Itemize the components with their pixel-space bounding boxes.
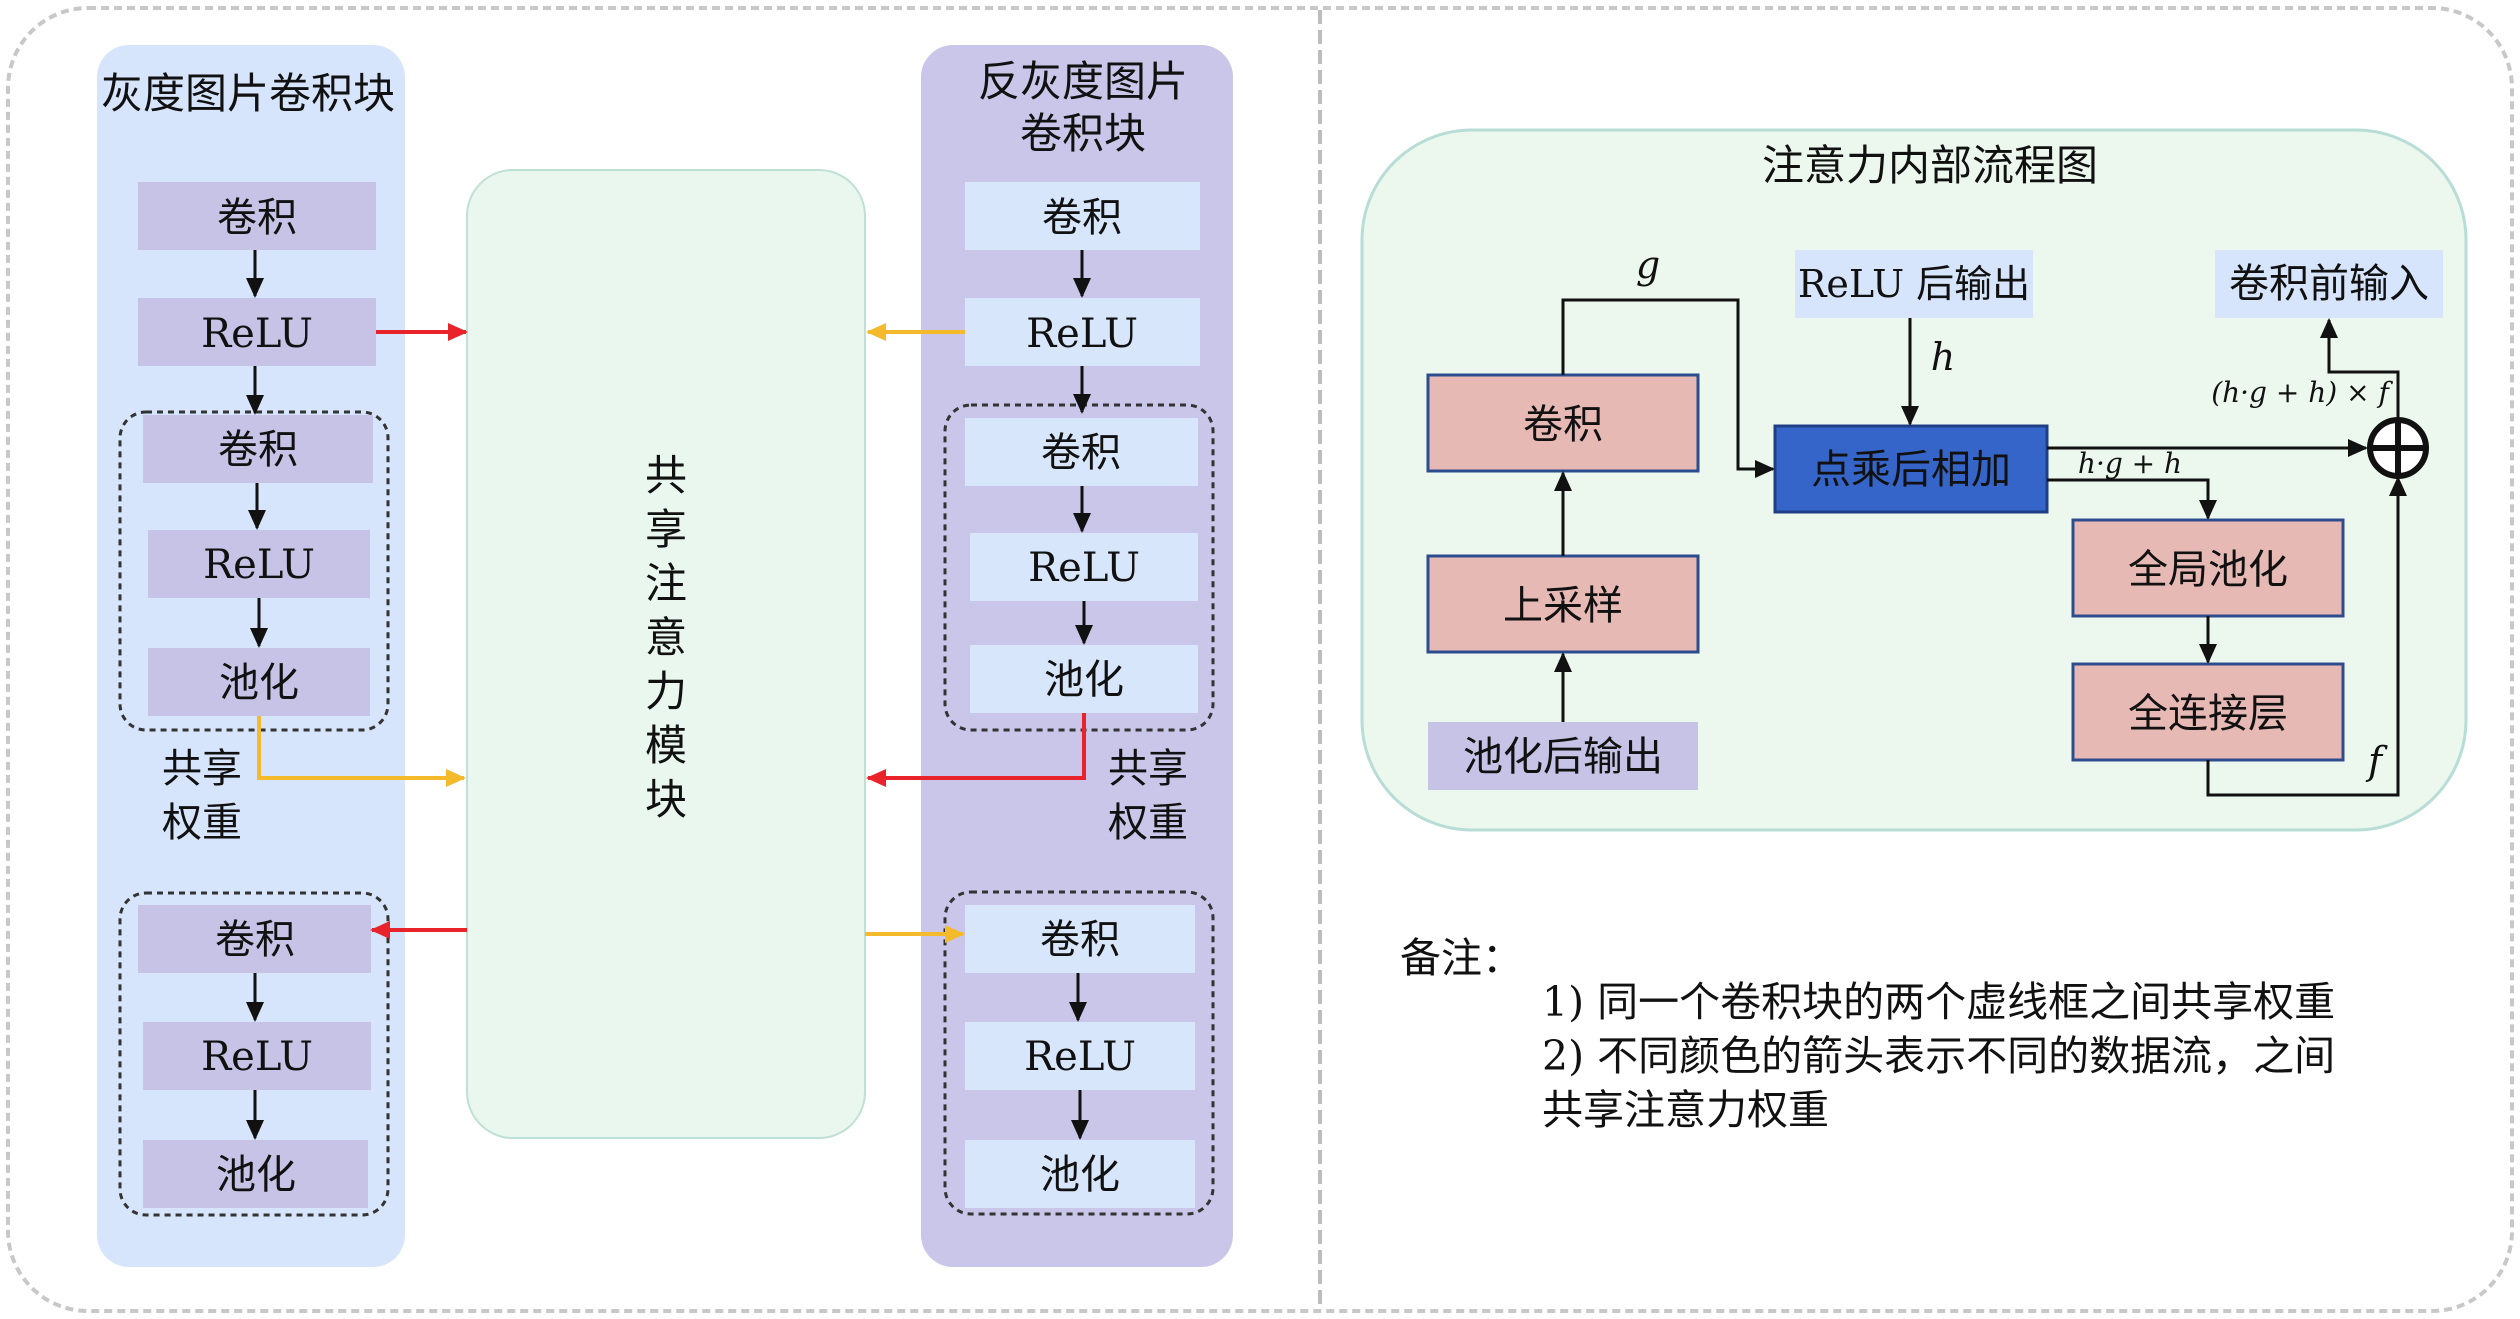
inv-dashed-group-2 — [943, 890, 1215, 1216]
svg-text:池化后输出: 池化后输出 — [1463, 734, 1663, 780]
gray-conv-1 — [138, 182, 376, 250]
hg-plus-h-label: h·g + h — [2078, 447, 2182, 480]
inv-conv-3 — [965, 905, 1195, 973]
gray-pool-2 — [148, 648, 370, 716]
gray-conv-2 — [143, 415, 373, 483]
svg-text:卷积: 卷积 — [217, 195, 297, 241]
svg-text:池化: 池化 — [1040, 1152, 1120, 1198]
outer-frame — [6, 6, 2514, 1313]
elementwise-product-icon — [2367, 417, 2429, 479]
note-line-2: 2) 不同颜色的箭头表示不同的数据流，之间 — [1542, 1032, 2336, 1080]
svg-text:上采样: 上采样 — [1503, 583, 1623, 629]
svg-text:力: 力 — [645, 667, 687, 716]
gray-relu-1 — [138, 298, 376, 366]
svg-text:ReLU: ReLU — [1024, 1034, 1136, 1080]
gray-relu-2 — [148, 530, 370, 598]
svg-text:全局池化: 全局池化 — [2128, 547, 2288, 593]
yellow-arrow-pool-to-module — [257, 716, 466, 787]
note-line-1: 1) 同一个卷积块的两个虚线框之间共享权重 — [1542, 978, 2336, 1026]
inv-relu-3 — [965, 1022, 1195, 1090]
inv-block-title-line2: 卷积块 — [1020, 109, 1146, 158]
svg-text:卷积: 卷积 — [1523, 402, 1603, 448]
svg-text:点乘后相加: 点乘后相加 — [1811, 447, 2011, 493]
shared-weight-label-right: 共享 权重 — [1108, 746, 1188, 846]
svg-text:共享: 共享 — [1108, 746, 1188, 792]
note-line-3: 共享注意力权重 — [1542, 1086, 1829, 1134]
svg-text:权重: 权重 — [162, 800, 242, 846]
attention-flow: 池化后输出 上采样 卷积 ReLU 后输出 点乘后相加 卷积前输入 全局池化 全… — [1426, 243, 2443, 797]
svg-text:全连接层: 全连接层 — [2128, 691, 2288, 737]
svg-text:注: 注 — [645, 559, 687, 608]
inv-relu-1 — [965, 298, 1200, 366]
inv-column: 卷积 ReLU 卷积 ReLU 池化 卷积 ReLU 池化 — [943, 182, 1215, 1216]
gray-block-title: 灰度图片卷积块 — [101, 69, 395, 118]
gray-conv-3 — [138, 905, 371, 973]
inv-block-title-line1: 反灰度图片 — [978, 57, 1188, 106]
inv-pool-3 — [965, 1140, 1195, 1208]
svg-text:权重: 权重 — [1108, 800, 1188, 846]
svg-text:ReLU: ReLU — [203, 542, 315, 588]
g-label: g — [1636, 243, 1660, 287]
svg-text:卷积: 卷积 — [1042, 195, 1122, 241]
conv-input-box — [2215, 250, 2443, 318]
gray-pool-3 — [143, 1140, 368, 1208]
svg-text:ReLU: ReLU — [201, 1034, 313, 1080]
svg-text:卷积: 卷积 — [1041, 430, 1121, 476]
shared-attention-label: 共 享 注 意 力 模 块 — [645, 451, 687, 824]
inv-conv-1 — [965, 182, 1200, 250]
inv-pool-2 — [970, 645, 1198, 713]
svg-text:卷积: 卷积 — [1040, 917, 1120, 963]
shared-attention-module — [466, 169, 866, 1139]
svg-text:模: 模 — [645, 721, 687, 770]
pool-output-box — [1428, 722, 1698, 790]
red-arrow-pool-to-module — [866, 713, 1086, 787]
data-flow-arrows — [257, 323, 1086, 943]
svg-text:ReLU: ReLU — [1026, 311, 1138, 357]
svg-text:块: 块 — [645, 775, 687, 824]
relu-output-box — [1795, 250, 2033, 318]
svg-text:卷积: 卷积 — [218, 427, 298, 473]
svg-text:池化: 池化 — [1044, 657, 1124, 703]
svg-text:卷积: 卷积 — [215, 917, 295, 963]
mul-add-box — [1773, 424, 2049, 514]
svg-text:享: 享 — [645, 505, 687, 554]
svg-text:ReLU 后输出: ReLU 后输出 — [1798, 262, 2030, 306]
svg-text:池化: 池化 — [219, 660, 299, 706]
notes-title: 备注： — [1400, 934, 1523, 982]
gray-column: 卷积 ReLU 卷积 ReLU 池化 卷积 ReLU 池化 — [118, 182, 390, 1217]
h-label: h — [1931, 335, 1955, 379]
hgh-times-f-label: (h·g + h) × f — [2211, 376, 2393, 409]
inv-conv-2 — [965, 418, 1198, 486]
attention-title: 注意力内部流程图 — [1762, 141, 2098, 190]
svg-text:池化: 池化 — [216, 1152, 296, 1198]
svg-text:ReLU: ReLU — [201, 311, 313, 357]
gray-dashed-group-1 — [118, 410, 390, 732]
svg-text:卷积前输入: 卷积前输入 — [2229, 261, 2429, 307]
global-pool-box — [2071, 518, 2345, 618]
shared-weight-label-left: 共享 权重 — [162, 746, 242, 846]
svg-text:ReLU: ReLU — [1028, 545, 1140, 591]
gray-dashed-group-2 — [118, 891, 390, 1217]
svg-text:共享: 共享 — [162, 746, 242, 792]
svg-text:意: 意 — [645, 613, 687, 662]
gray-relu-3 — [143, 1022, 371, 1090]
inv-relu-2 — [970, 533, 1198, 601]
svg-text:共: 共 — [645, 451, 687, 500]
